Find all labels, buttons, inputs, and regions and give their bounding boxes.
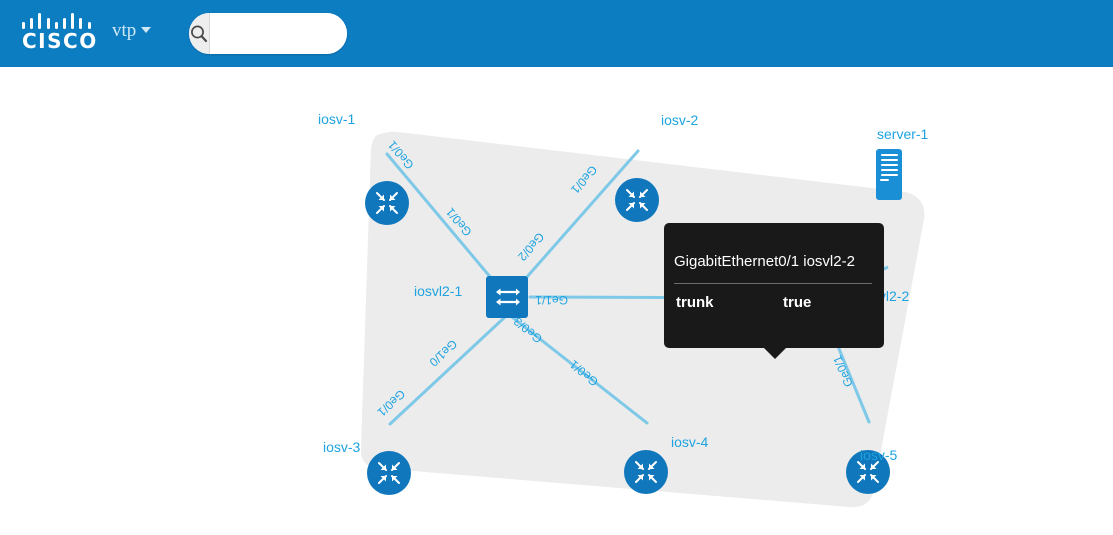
tooltip-divider <box>674 283 872 284</box>
switch-icon <box>496 288 520 306</box>
cisco-bar <box>71 13 75 29</box>
node-iosv-2[interactable] <box>615 178 659 222</box>
chevron-down-icon <box>141 27 152 33</box>
router-icon <box>376 192 398 214</box>
tooltip-arrow <box>764 348 786 359</box>
node-label-iosv-3: iosv-3 <box>323 439 361 455</box>
tooltip-value: true <box>783 294 812 311</box>
router-icon <box>378 462 400 484</box>
node-iosv-5[interactable] <box>846 450 890 494</box>
vtp-menu-label: vtp <box>112 20 137 41</box>
server-led <box>880 179 889 181</box>
router-icon <box>626 189 648 211</box>
topology-canvas[interactable]: iosv-1 iosv-2 server-1 iosvl2-1 iosvl2-2… <box>0 67 1113 535</box>
node-iosv-4[interactable] <box>624 450 668 494</box>
search-glyph <box>191 25 208 42</box>
cisco-bars-logo-icon <box>22 12 94 29</box>
search-box[interactable] <box>189 13 347 54</box>
tooltip-title: GigabitEthernet0/1 iosvl2-2 <box>674 253 855 270</box>
link-iosv3-iosvl2-1[interactable] <box>388 315 507 426</box>
server-line <box>880 174 898 176</box>
server-line <box>880 164 898 166</box>
node-label-iosv-4: iosv-4 <box>671 434 709 450</box>
link-iosv2-iosvl2-1[interactable] <box>509 149 640 297</box>
cisco-logo: CISCO <box>22 12 98 54</box>
cisco-bar <box>38 13 42 29</box>
link-tooltip: GigabitEthernet0/1 iosvl2-2 trunk true <box>664 223 884 359</box>
vtp-menu-button[interactable]: vtp <box>112 20 152 46</box>
server-line <box>880 159 898 161</box>
node-iosvl2-1[interactable] <box>486 276 528 318</box>
server-line <box>880 169 898 171</box>
cisco-wordmark: CISCO <box>22 29 98 53</box>
link-iosv4-iosvl2-1[interactable] <box>510 315 649 425</box>
cisco-bar <box>87 22 91 29</box>
router-icon <box>635 461 657 483</box>
search-input[interactable] <box>210 13 347 54</box>
cisco-bar <box>79 18 83 29</box>
router-icon <box>857 461 879 483</box>
search-icon[interactable] <box>189 13 210 54</box>
cisco-bar <box>30 18 34 29</box>
cisco-bar <box>46 18 50 29</box>
link-iosv1-iosvl2-1[interactable] <box>385 152 509 299</box>
server-line <box>880 154 898 156</box>
node-iosv-3[interactable] <box>367 451 411 495</box>
cisco-bar <box>63 18 66 29</box>
node-iosv-1[interactable] <box>365 181 409 225</box>
app-header: CISCO vtp <box>0 0 1113 67</box>
node-label-iosv-1: iosv-1 <box>318 111 356 127</box>
cisco-bar <box>54 22 58 29</box>
edge-label-iosvl2-1-ge1-1: Ge1/1 <box>535 293 568 307</box>
node-label-iosv-5: iosv-5 <box>860 447 898 463</box>
tooltip-key: trunk <box>676 294 714 311</box>
cisco-bar <box>22 22 25 29</box>
node-label-iosvl2-1: iosvl2-1 <box>414 283 463 299</box>
topology-links <box>385 149 889 426</box>
node-server-1[interactable] <box>876 149 902 200</box>
node-label-iosv-2: iosv-2 <box>661 112 699 128</box>
node-label-server-1: server-1 <box>877 126 929 142</box>
